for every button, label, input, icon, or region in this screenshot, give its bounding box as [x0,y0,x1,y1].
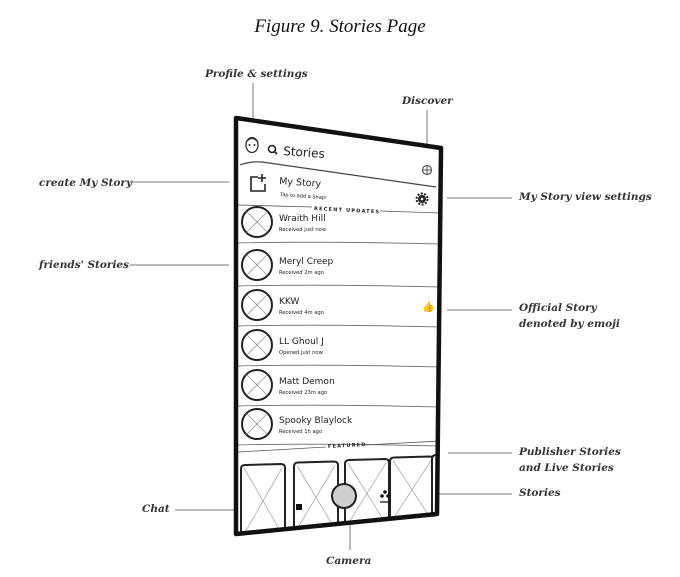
bitmoji-face-icon[interactable] [245,136,259,154]
featured-story-card[interactable] [293,460,339,530]
figure-title: Figure 9. Stories Page [254,16,426,37]
row-divider [237,364,441,368]
annotation-publisher-stories-2: and Live Stories [519,462,614,474]
recent-updates-label: RECENT UPDATES [314,206,381,215]
gear-icon[interactable] [415,192,429,206]
friend-name: Wraith Hill [279,214,326,224]
featured-separator: FEATURED [237,440,441,453]
row-divider [237,443,441,447]
friend-status: Opened just now [279,350,324,356]
discover-icon[interactable] [421,164,433,176]
annotation-official-story-2: denoted by emoji [519,318,620,330]
phone-frame [233,115,444,537]
featured-story-card[interactable] [389,455,435,520]
friend-status: Received just now [279,227,327,233]
friend-name: LL Ghoul J [279,337,324,347]
friend-status: Received 23m ago [279,390,327,396]
row-divider [237,241,441,245]
annotation-friends-stories: friends' Stories [39,259,130,271]
search-icon[interactable] [267,144,278,155]
featured-story-card[interactable] [344,457,390,525]
avatar-placeholder-icon [241,408,273,440]
official-story-emoji: 👍 [422,300,434,313]
friend-status: Received 2m ago [279,270,324,276]
annotation-my-story-view-settings: My Story view settings [519,191,652,203]
my-story-row[interactable]: My Story Tap to add a Snap! [250,174,429,206]
row-divider [237,284,441,288]
my-story-subtitle: Tap to add a Snap! [279,192,327,201]
add-story-icon[interactable] [250,174,266,192]
stories-header: Stories [245,136,433,176]
avatar-placeholder-icon [241,289,273,321]
annotation-profile-settings: Profile & settings [205,68,308,80]
friend-status: Received 1h ago [279,429,322,435]
annotation-publisher-stories-1: Publisher Stories [519,446,621,458]
featured-story-card[interactable] [240,462,286,534]
annotation-stories: Stories [519,487,561,499]
friend-story-row[interactable]: LL Ghoul J Opened just now [237,329,441,368]
annotation-create-my-story: create My Story [39,177,133,189]
row-divider [237,404,441,408]
annotation-chat: Chat [142,503,170,515]
stories-icon[interactable] [380,490,391,503]
annotation-official-story-1: Official Story [519,302,597,314]
avatar-placeholder-icon [241,249,273,281]
camera-capture-icon[interactable] [331,483,357,509]
my-story-title: My Story [279,176,322,190]
featured-label: FEATURED [328,442,367,450]
annotation-camera: Camera [326,555,372,567]
annotation-discover: Discover [402,95,453,107]
chat-icon[interactable] [296,504,302,510]
row-divider [237,324,441,328]
friend-name: Spooky Blaylock [279,416,353,426]
friend-name: Matt Demon [279,377,335,387]
bottom-nav [296,483,391,510]
recent-updates-separator: RECENT UPDATES [237,204,441,215]
friend-name: Meryl Creep [279,257,334,267]
avatar-placeholder-icon [241,206,273,238]
avatar-placeholder-icon [241,369,273,401]
friend-status: Received 4m ago [279,310,324,316]
header-title: Stories [283,144,325,161]
friend-name: KKW [279,297,299,307]
avatar-placeholder-icon [241,329,273,361]
friend-story-row[interactable]: KKW Received 4m ago 👍 [237,289,441,328]
